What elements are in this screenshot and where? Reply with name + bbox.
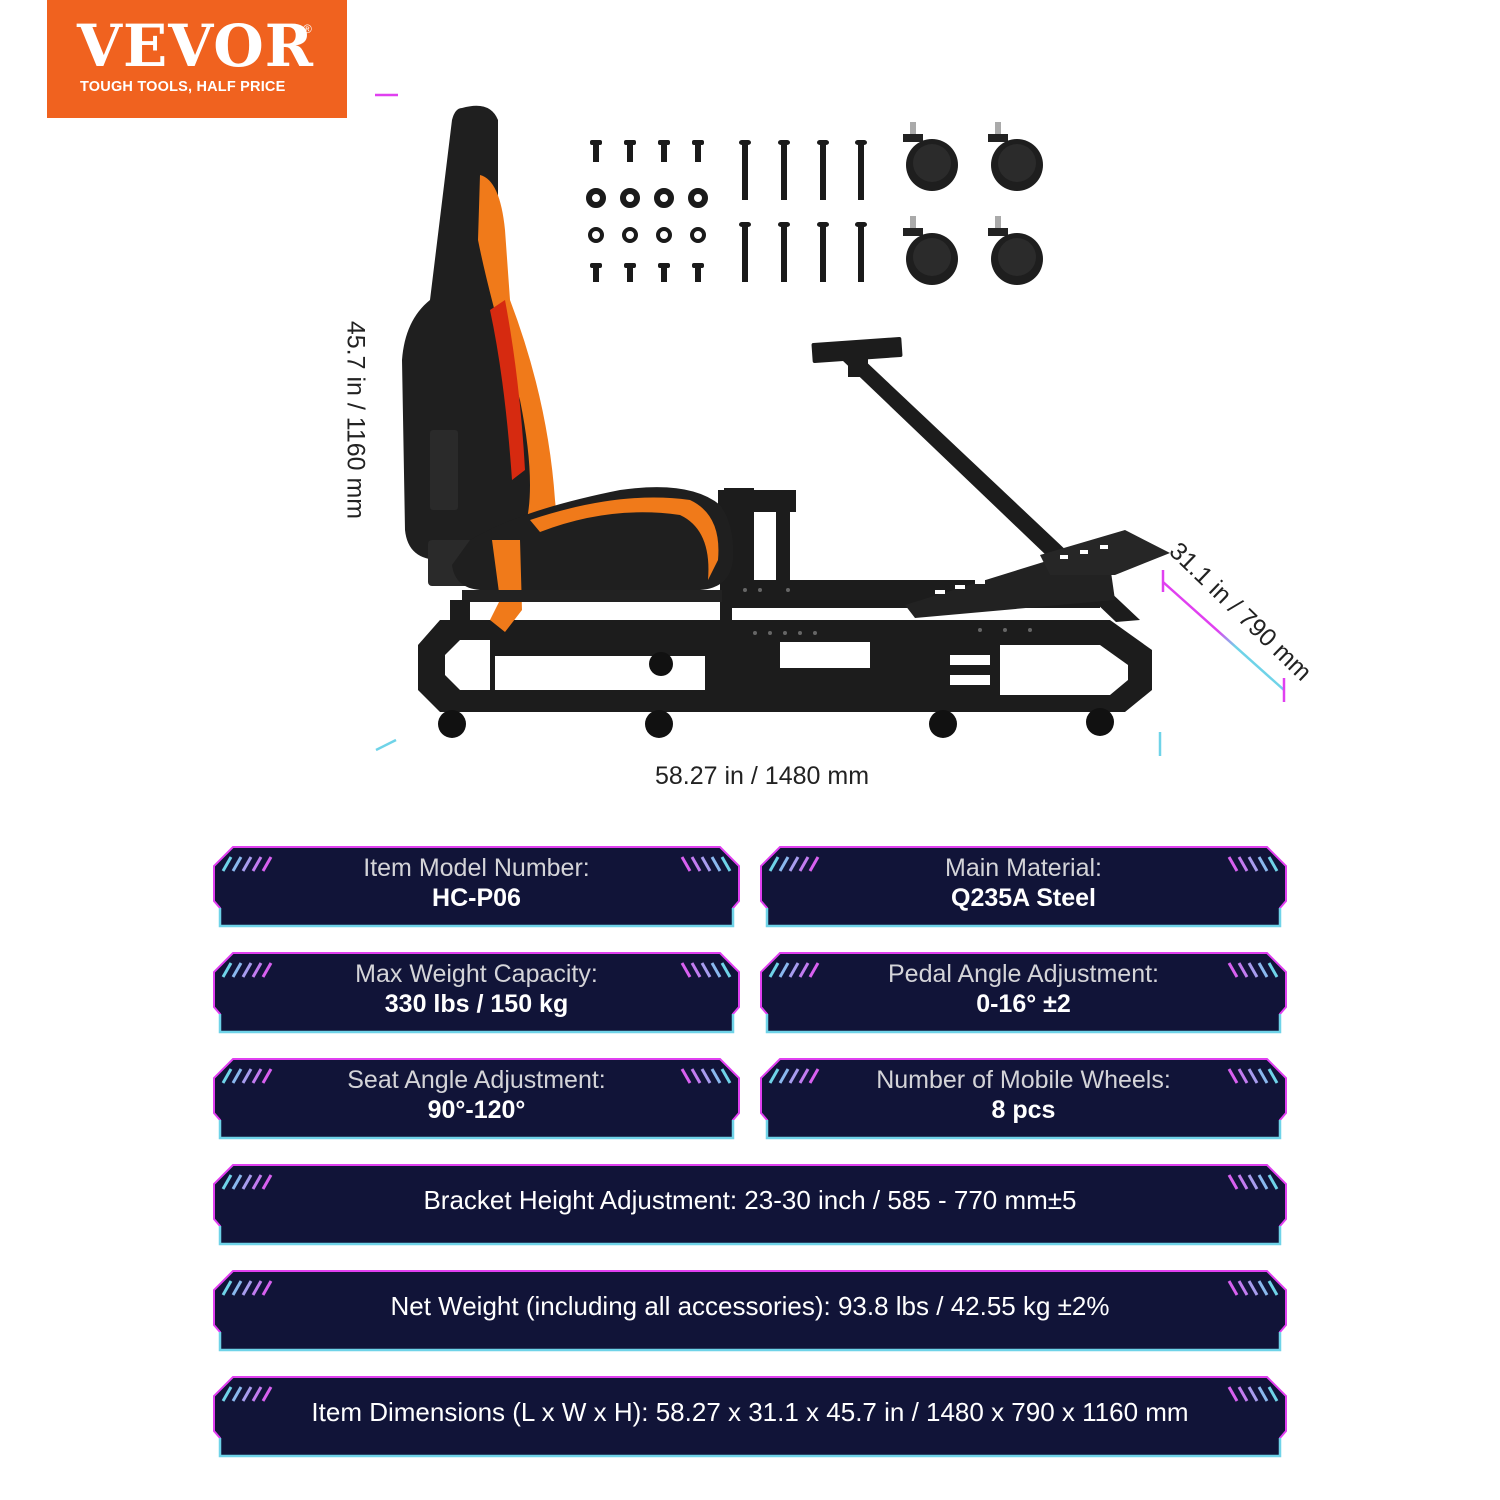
- spec-card-net-weight: Net Weight (including all accessories): …: [213, 1270, 1287, 1354]
- spec-card-model-number: Item Model Number:HC-P06: [213, 846, 740, 930]
- spec-label: Number of Mobile Wheels:: [876, 1066, 1171, 1094]
- spec-label: Pedal Angle Adjustment:: [887, 960, 1160, 988]
- spec-card-bracket-height: Bracket Height Adjustment: 23-30 inch / …: [213, 1164, 1287, 1248]
- hatch-decoration-icon: [1227, 1068, 1279, 1084]
- registered-mark: ®: [303, 22, 312, 36]
- spec-label: Max Weight Capacity:: [355, 960, 598, 988]
- logo-tagline: TOUGH TOOLS, HALF PRICE: [80, 79, 286, 95]
- hatch-decoration-icon: [221, 962, 273, 978]
- logo-brand: VEVOR: [77, 12, 314, 80]
- hatch-decoration-icon: [768, 1068, 820, 1084]
- hatch-decoration-icon: [221, 856, 273, 872]
- hatch-decoration-icon: [221, 1386, 273, 1402]
- spec-value: 8 pcs: [991, 1096, 1056, 1124]
- hatch-decoration-icon: [1227, 1174, 1279, 1190]
- product-image: 45.7 in / 1160 mm 58.27 in / 1480 mm 31.…: [341, 93, 1317, 790]
- length-dimension-line: [386, 732, 1162, 756]
- hatch-decoration-icon: [1227, 1280, 1279, 1296]
- card-frame: [760, 1058, 1287, 1140]
- spec-card-main-material: Main Material:Q235A Steel: [760, 846, 1287, 930]
- spec-value: 330 lbs / 150 kg: [384, 990, 569, 1018]
- spec-text: Item Dimensions (L x W x H): 58.27 x 31.…: [311, 1397, 1189, 1427]
- hatch-decoration-icon: [680, 962, 732, 978]
- spec-value: HC-P06: [432, 884, 521, 912]
- card-frame: [760, 846, 1287, 928]
- height-dimension-line: [375, 93, 398, 752]
- spec-label: Item Model Number:: [363, 854, 590, 882]
- hatch-decoration-icon: [1227, 856, 1279, 872]
- spec-card-pedal-angle: Pedal Angle Adjustment:0-16° ±2: [760, 952, 1287, 1036]
- hatch-decoration-icon: [221, 1280, 273, 1296]
- vevor-logo: VEVOR ® TOUGH TOOLS, HALF PRICE: [47, 0, 347, 118]
- spec-text: Bracket Height Adjustment: 23-30 inch / …: [423, 1185, 1077, 1215]
- card-frame: [213, 1270, 1287, 1352]
- accessory-washers: [586, 188, 708, 243]
- spec-card-mobile-wheels: Number of Mobile Wheels:8 pcs: [760, 1058, 1287, 1142]
- width-dimension-line: [1161, 570, 1286, 702]
- spec-card-item-dimensions: Item Dimensions (L x W x H): 58.27 x 31.…: [213, 1376, 1287, 1460]
- spec-card-max-weight: Max Weight Capacity:330 lbs / 150 kg: [213, 952, 740, 1036]
- accessory-long-bolts: [739, 140, 867, 282]
- hatch-decoration-icon: [680, 856, 732, 872]
- card-frame: [213, 1058, 740, 1140]
- accessory-caster-wheels: [903, 122, 1043, 285]
- spec-label: Seat Angle Adjustment:: [347, 1066, 606, 1094]
- hatch-decoration-icon: [221, 1068, 273, 1084]
- length-dimension-label: 58.27 in / 1480 mm: [655, 762, 870, 790]
- hatch-decoration-icon: [221, 1174, 273, 1190]
- hatch-decoration-icon: [1227, 962, 1279, 978]
- hatch-decoration-icon: [680, 1068, 732, 1084]
- spec-label: Main Material:: [945, 854, 1102, 882]
- height-dimension-label: 45.7 in / 1160 mm: [341, 320, 370, 520]
- card-frame: [213, 952, 740, 1034]
- accessory-short-bolts: [590, 140, 704, 282]
- spec-text: Net Weight (including all accessories): …: [390, 1291, 1110, 1321]
- card-frame: [213, 1164, 1287, 1246]
- card-frame: [760, 952, 1287, 1034]
- spec-value: Q235A Steel: [951, 884, 1096, 912]
- card-frame: [213, 846, 740, 928]
- spec-value: 90°-120°: [427, 1096, 526, 1124]
- spec-value: 0-16° ±2: [976, 990, 1071, 1018]
- hatch-decoration-icon: [768, 856, 820, 872]
- cockpit-frame: [418, 337, 1170, 738]
- racing-seat: [402, 105, 734, 632]
- hatch-decoration-icon: [768, 962, 820, 978]
- card-frame: [213, 1376, 1287, 1458]
- hatch-decoration-icon: [1227, 1386, 1279, 1402]
- spec-card-seat-angle: Seat Angle Adjustment:90°-120°: [213, 1058, 740, 1142]
